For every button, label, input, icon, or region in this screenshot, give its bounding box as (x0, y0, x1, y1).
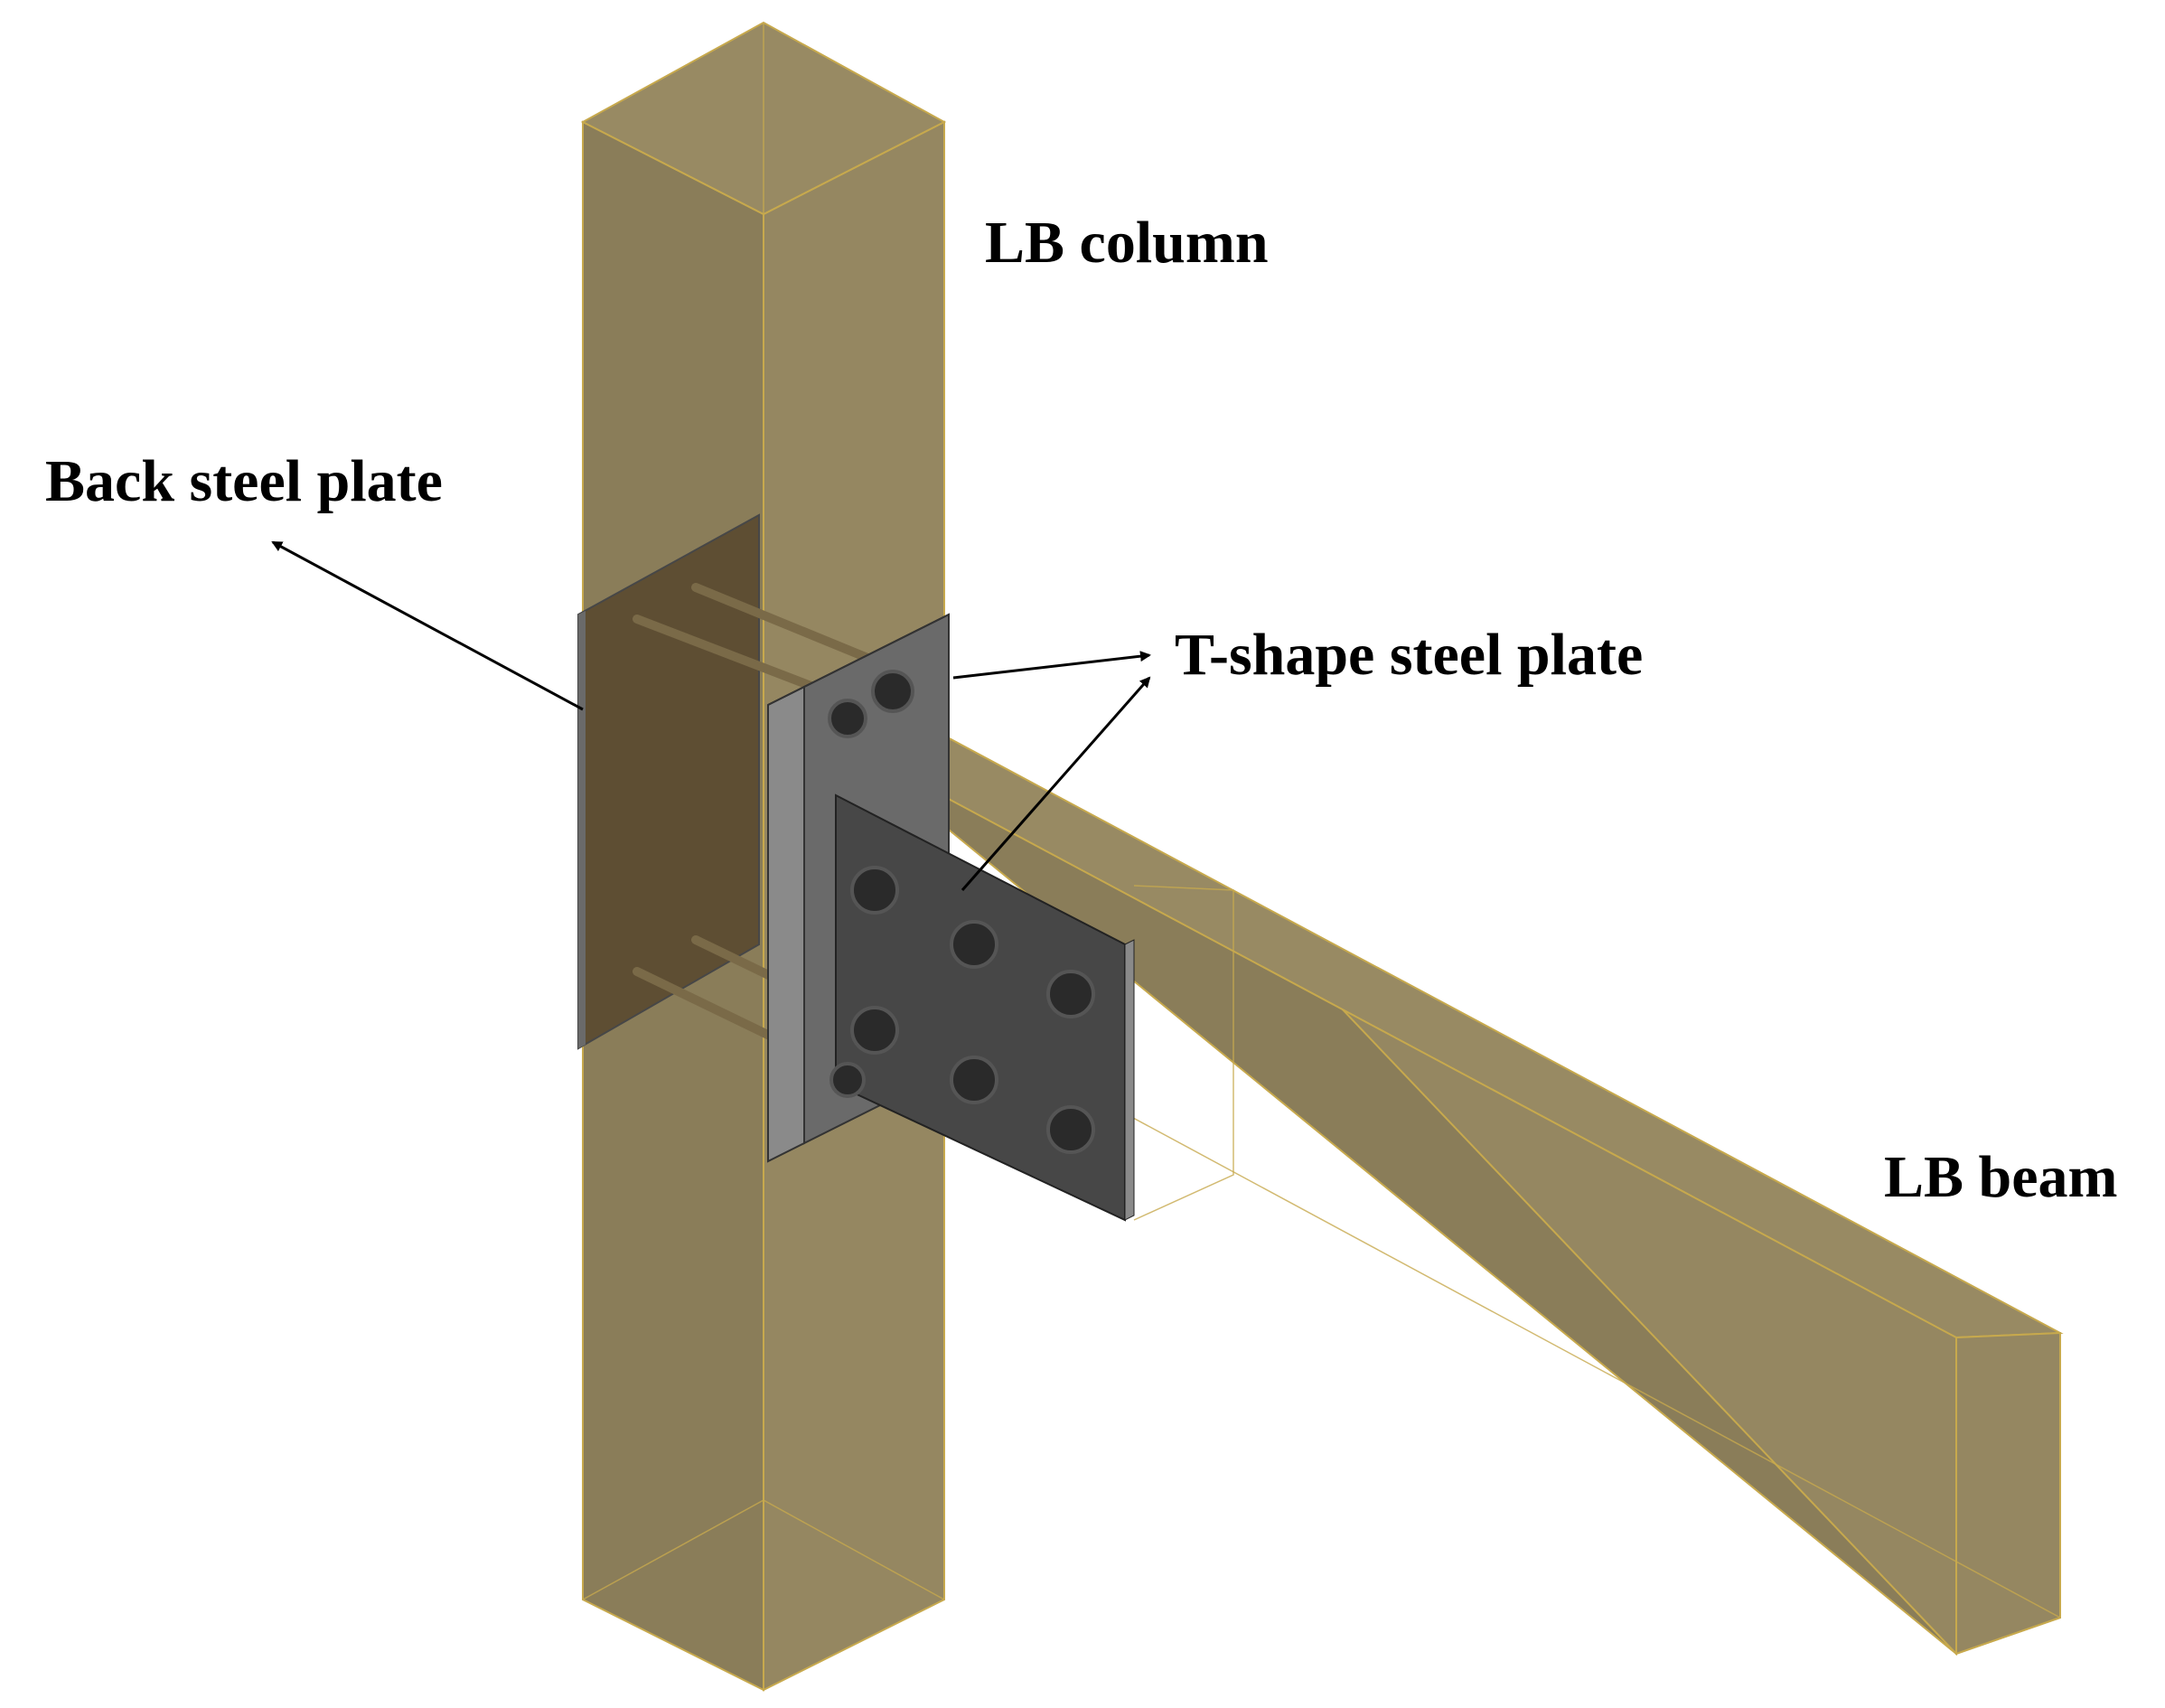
bolt-web-2 (950, 920, 998, 969)
lb-column (580, 21, 947, 1692)
label-lb-column: LB column (985, 210, 1269, 276)
bolt-flange-3 (829, 1062, 866, 1098)
arrow-t-plate-web (961, 676, 1151, 891)
t-plate-flange-front (767, 685, 805, 1163)
beam-end-face (1955, 1331, 2061, 1656)
beam-end-outline (1133, 885, 1234, 1221)
bolt-web-3 (1046, 970, 1095, 1018)
column-bottom-hidden (582, 1499, 945, 1600)
arrow-t-plate-flange (952, 651, 1151, 680)
leader-arrows (271, 540, 1151, 891)
label-back-steel-plate: Back steel plate (45, 448, 443, 514)
rod-upper-2 (691, 583, 876, 664)
bolt-flange-2 (828, 699, 867, 738)
bolt-flange-1 (871, 670, 914, 713)
t-plate-web-edge (1124, 939, 1135, 1221)
rod-upper-1 (633, 615, 818, 691)
arrow-back-plate (271, 540, 584, 711)
flange-bolts (828, 670, 914, 1098)
rod-lower-1 (633, 967, 782, 1044)
bolt-web-5 (950, 1056, 998, 1104)
label-t-shape-steel-plate: T-shape steel plate (1175, 622, 1644, 688)
bolt-web-6 (1046, 1105, 1095, 1154)
back-plate-edge (578, 611, 586, 1048)
lb-beam (838, 712, 2064, 1656)
label-lb-beam: LB beam (1884, 1144, 2118, 1210)
web-bolts (850, 866, 1095, 1154)
bolt-web-1 (850, 866, 899, 915)
t-plate-flange-edge (767, 614, 950, 706)
bolt-web-4 (850, 1006, 899, 1055)
